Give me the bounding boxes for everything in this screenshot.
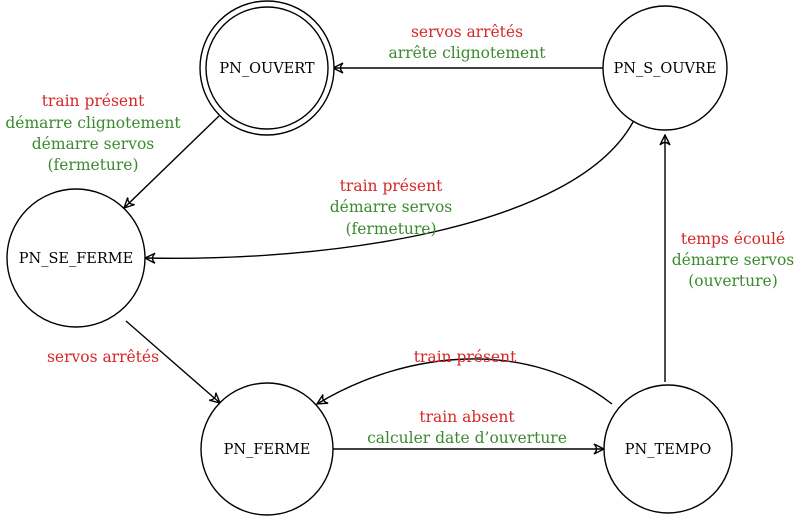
edge-ouvert-to-se-ferme bbox=[124, 115, 220, 208]
transition-event: train présent bbox=[42, 92, 145, 110]
label-tempo-to-ferme: train présent bbox=[414, 348, 517, 366]
transition-action: (ouverture) bbox=[688, 272, 778, 290]
state-pn-ferme: PN_FERME bbox=[200, 382, 334, 516]
label-se-ferme-to-ferme: servos arrêtés bbox=[47, 348, 159, 366]
edge-se-ferme-to-ferme bbox=[125, 320, 220, 403]
transition-event: temps écoulé bbox=[681, 230, 785, 248]
label-tempo-to-s-ouvre: temps écoulé démarre servos (ouverture) bbox=[672, 230, 795, 290]
label-ouvert-to-se-ferme: train présent démarre clignotement démar… bbox=[5, 92, 181, 174]
edge-s-ouvre-to-se-ferme bbox=[145, 121, 634, 258]
transition-event: train présent bbox=[414, 348, 517, 366]
state-label-pn-ouvert: PN_OUVERT bbox=[219, 61, 315, 77]
label-ferme-to-tempo: train absent calculer date d’ouverture bbox=[367, 408, 567, 447]
transition-action: calculer date d’ouverture bbox=[367, 429, 567, 447]
transition-event: servos arrêtés bbox=[47, 348, 159, 366]
state-pn-tempo: PN_TEMPO bbox=[603, 384, 733, 514]
state-label-pn-se-ferme: PN_SE_FERME bbox=[19, 251, 133, 267]
transition-action: démarre servos bbox=[330, 198, 453, 216]
state-label-pn-s-ouvre: PN_S_OUVRE bbox=[614, 61, 717, 77]
transition-action: (fermeture) bbox=[345, 220, 436, 238]
state-label-pn-ferme: PN_FERME bbox=[224, 442, 311, 458]
label-s-ouvre-to-se-ferme: train présent démarre servos (fermeture) bbox=[330, 177, 453, 238]
transition-action: démarre servos bbox=[672, 251, 795, 269]
edge-tempo-to-ferme bbox=[317, 358, 613, 404]
transition-event: train présent bbox=[340, 177, 443, 195]
transition-action: arrête clignotement bbox=[389, 44, 547, 62]
state-pn-ouvert: PN_OUVERT bbox=[199, 0, 335, 136]
transition-event: train absent bbox=[419, 408, 515, 426]
transition-action: démarre clignotement bbox=[5, 114, 181, 132]
transition-action: (fermeture) bbox=[47, 156, 138, 174]
state-pn-s-ouvre: PN_S_OUVRE bbox=[602, 5, 728, 131]
transition-event: servos arrêtés bbox=[411, 23, 523, 41]
label-s-ouvre-to-ouvert: servos arrêtés arrête clignotement bbox=[389, 23, 547, 62]
state-label-pn-tempo: PN_TEMPO bbox=[625, 442, 712, 458]
state-pn-se-ferme: PN_SE_FERME bbox=[6, 188, 146, 328]
transition-action: démarre servos bbox=[32, 135, 155, 153]
